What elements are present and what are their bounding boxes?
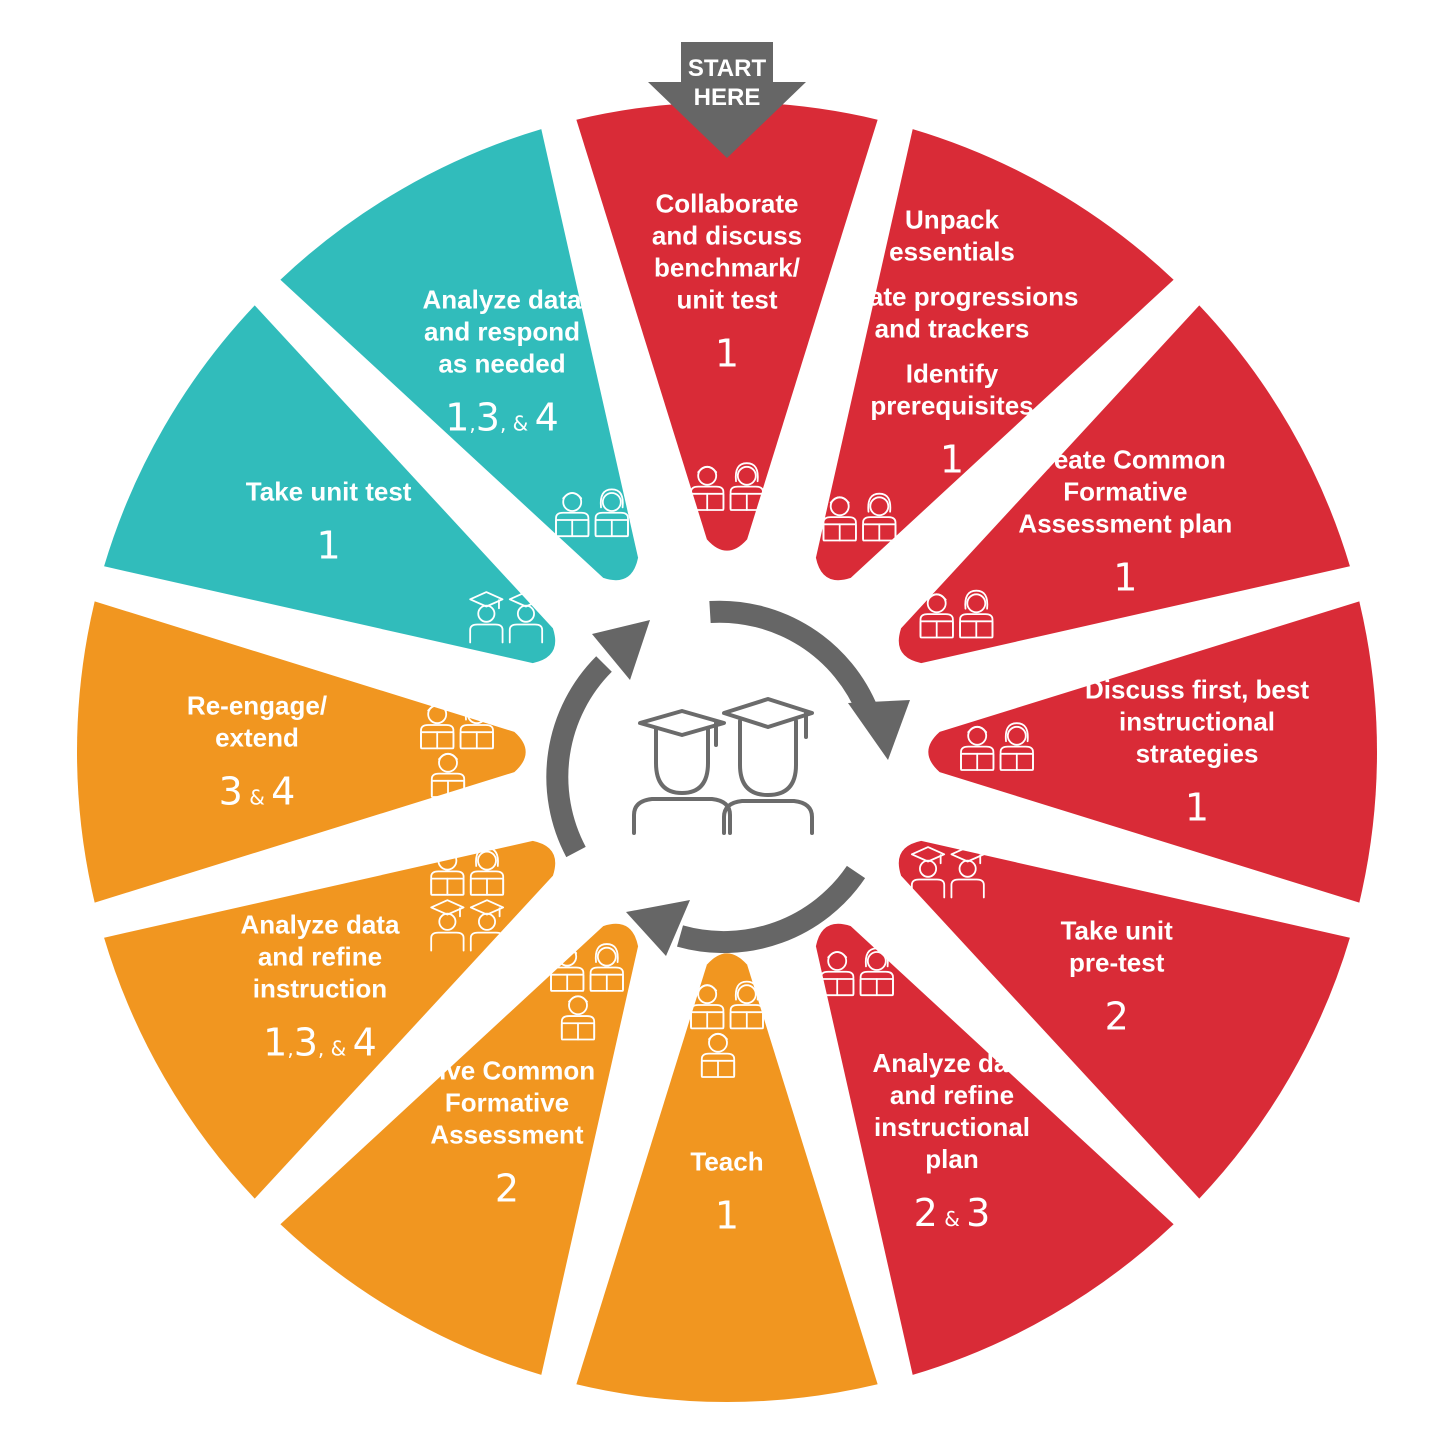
cycle-arrow-right bbox=[709, 600, 879, 717]
segment-label-line: essentials bbox=[889, 237, 1015, 267]
segment-step-number: 1,3, & 4 bbox=[263, 1020, 377, 1064]
segment-shape bbox=[76, 601, 526, 903]
segment-shape bbox=[104, 840, 556, 1199]
segment-shape bbox=[576, 102, 878, 551]
segment-step-number: 1,3, & 4 bbox=[445, 396, 559, 440]
segment-label-line: Collaborate bbox=[655, 188, 798, 218]
segment-label-line: Take unit bbox=[1061, 915, 1174, 945]
segment-label-line: benchmark/ bbox=[654, 252, 800, 282]
segment-step-number: 1 bbox=[1113, 555, 1137, 599]
segment-step-number: 2 bbox=[1105, 994, 1129, 1038]
segment-step-number: 1 bbox=[317, 523, 341, 567]
segment-shape bbox=[898, 305, 1350, 664]
segment-label-line: Re-engage/ bbox=[187, 690, 327, 720]
segment-label-line: Create progressions bbox=[826, 281, 1079, 311]
segment-label-line: prerequisites bbox=[870, 390, 1033, 420]
segment-label-line: as needed bbox=[438, 349, 565, 379]
segment-reengage: Re-engage/extend 3 & 4 bbox=[76, 601, 526, 903]
segment-label-line: instructional bbox=[874, 1112, 1030, 1142]
segment-label-line: strategies bbox=[1136, 738, 1259, 768]
segment-label-line: Analyze data bbox=[873, 1048, 1032, 1078]
start-here-marker: START HERE bbox=[648, 42, 806, 158]
segment-label-line: and respond bbox=[424, 317, 580, 347]
cycle-arrows bbox=[546, 600, 910, 956]
cycle-arrow-left-head bbox=[592, 620, 650, 680]
graduate-students-icon bbox=[632, 697, 814, 835]
segment-label-line: Formative bbox=[445, 1087, 569, 1117]
segment-label-line: and discuss bbox=[652, 220, 802, 250]
segment-label-line: Analyze data bbox=[240, 909, 399, 939]
segment-label-line: Assessment bbox=[430, 1119, 584, 1149]
segment-shape bbox=[280, 129, 639, 581]
segment-label-line: Unpack bbox=[905, 205, 999, 235]
cycle-arrow-left bbox=[546, 656, 612, 858]
cycle-arrow-bottom-head bbox=[626, 900, 690, 956]
segment-label-line: Create Common bbox=[1025, 444, 1226, 474]
segment-step-number: 1 bbox=[940, 437, 964, 481]
segment-shape bbox=[104, 305, 556, 664]
segment-step-number: 2 bbox=[495, 1166, 519, 1210]
segment-shape bbox=[928, 601, 1377, 903]
segment-label-line: Analyze data bbox=[423, 285, 582, 315]
segment-label-line: extend bbox=[215, 722, 299, 752]
segment-label-line: Take unit test bbox=[246, 476, 412, 506]
segment-step-number: 3 & 4 bbox=[219, 769, 296, 813]
cycle-arrow-bottom bbox=[677, 865, 866, 954]
segment-step-number: 1 bbox=[715, 331, 739, 375]
segment-label-line: and trackers bbox=[875, 313, 1030, 343]
cycle-arrow-right-head bbox=[848, 700, 910, 760]
segment-shape bbox=[898, 840, 1350, 1199]
segment-label-line: Teach bbox=[690, 1146, 763, 1176]
segment-label-line: unit test bbox=[676, 284, 777, 314]
segment-strategies: Discuss first, bestinstructionalstrategi… bbox=[928, 601, 1377, 903]
segment-label-line: Discuss first, best bbox=[1085, 674, 1309, 704]
segment-label-line: Give Common bbox=[419, 1055, 595, 1085]
segment-shape bbox=[576, 953, 878, 1403]
start-here-line-1: START bbox=[688, 55, 767, 82]
segment-teach: Teach 1 bbox=[576, 953, 878, 1403]
segment-label-line: plan bbox=[925, 1144, 978, 1174]
segment-step-number: 2 & 3 bbox=[914, 1191, 991, 1235]
segment-label-line: Formative bbox=[1063, 476, 1187, 506]
segment-unit-test: Take unit test 1 bbox=[104, 305, 556, 664]
segment-step-number: 1 bbox=[715, 1193, 739, 1237]
segment-label-line: pre-test bbox=[1069, 947, 1165, 977]
segment-shape bbox=[815, 129, 1174, 581]
segment-label-line: Assessment plan bbox=[1018, 508, 1232, 538]
start-here-line-2: HERE bbox=[694, 84, 761, 111]
segment-label-line: instruction bbox=[253, 973, 387, 1003]
segment-label-line: and refine bbox=[258, 941, 382, 971]
segment-shape bbox=[815, 923, 1174, 1375]
segment-step-number: 1 bbox=[1185, 785, 1209, 829]
start-here-arrow-shape bbox=[648, 42, 806, 158]
segment-label-line: instructional bbox=[1119, 706, 1275, 736]
segment-label-line: and refine bbox=[890, 1080, 1014, 1110]
segment-label-line: Identify bbox=[906, 358, 999, 388]
segment-shape bbox=[280, 923, 639, 1375]
